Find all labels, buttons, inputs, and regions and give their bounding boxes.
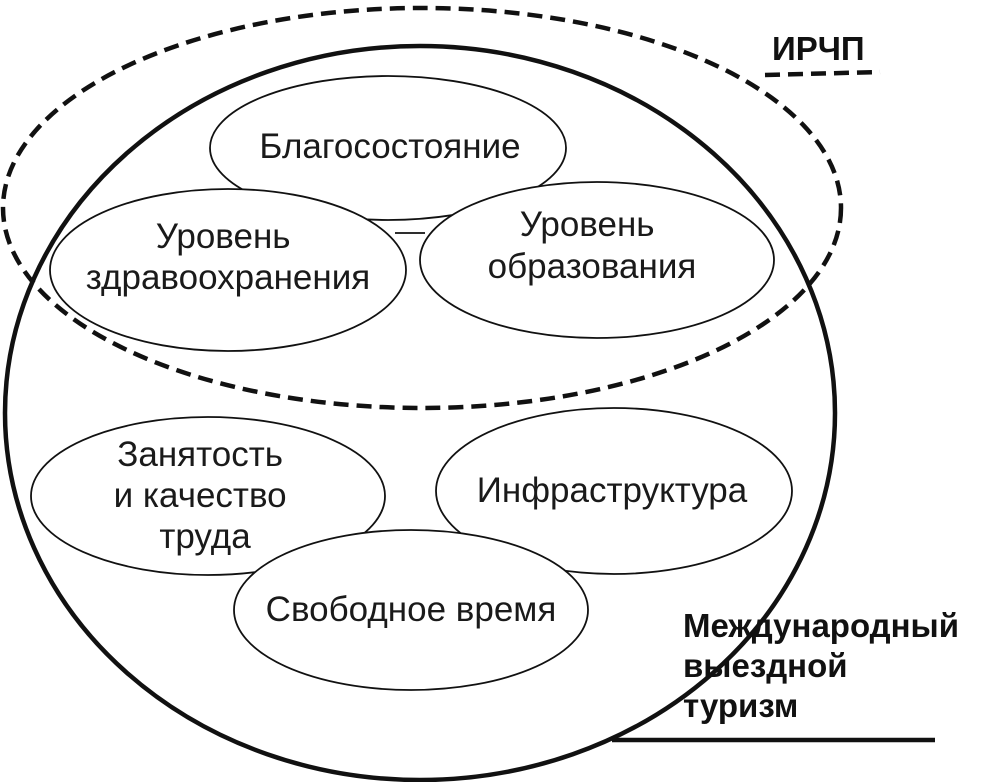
- irchp-leader-line: [764, 69, 881, 78]
- node-health-ellipse: [49, 188, 407, 352]
- node-welfare-label: Благосостояние: [259, 127, 520, 166]
- tourism-label: Международный выездной туризм: [683, 607, 968, 724]
- node-employment: Занятость и качество труда: [30, 416, 386, 576]
- node-education-ellipse: [419, 181, 775, 339]
- node-health: Уровень здравоохранения: [49, 188, 407, 352]
- node-education-label: Уровень образования: [488, 205, 697, 286]
- node-welfare: Благосостояние: [209, 75, 567, 221]
- node-health-label: Уровень здравоохранения: [86, 217, 370, 297]
- node-infrastructure-ellipse: [435, 407, 793, 575]
- node-leisure-ellipse: [233, 529, 589, 691]
- node-infrastructure: Инфраструктура: [435, 407, 793, 575]
- node-employment-label: Занятость и качество труда: [114, 435, 297, 556]
- node-education: Уровень образования: [419, 181, 775, 339]
- node-leisure-label: Свободное время: [266, 590, 557, 629]
- node-welfare-ellipse: [209, 75, 567, 221]
- irchp-label: ИРЧП: [772, 30, 865, 67]
- irchp-dashed-ellipse: [0, 5, 844, 411]
- node-infrastructure-label: Инфраструктура: [477, 471, 748, 510]
- tourism-outer-circle: [2, 43, 838, 782]
- node-employment-ellipse: [30, 416, 386, 576]
- node-leisure: Свободное время: [233, 529, 589, 691]
